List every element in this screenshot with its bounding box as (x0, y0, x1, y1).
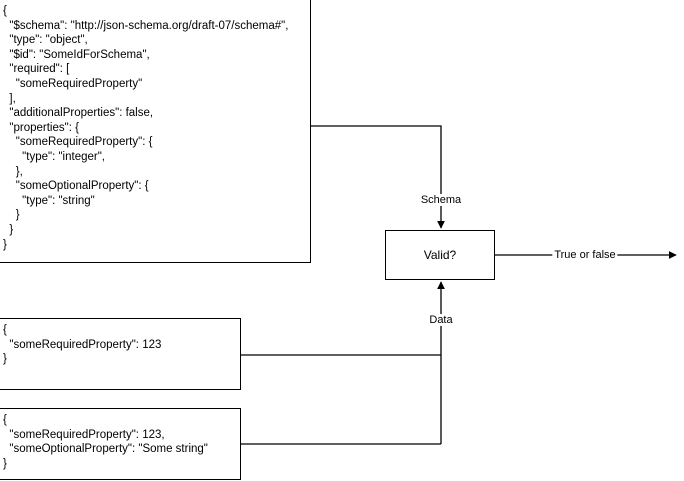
validator-node: Valid? (385, 230, 495, 280)
edge-label-result: True or false (552, 249, 618, 261)
json-schema-document: { "$schema": "http://json-schema.org/dra… (0, 0, 311, 263)
edge-label-data: Data (427, 314, 455, 326)
json-data-full: { "someRequiredProperty": 123, "someOpti… (0, 408, 241, 480)
json-data-minimal: { "someRequiredProperty": 123 } (0, 318, 241, 390)
edge-label-schema: Schema (418, 194, 464, 206)
validator-label: Valid? (423, 248, 457, 262)
connector-schema-to-validator (311, 125, 445, 229)
